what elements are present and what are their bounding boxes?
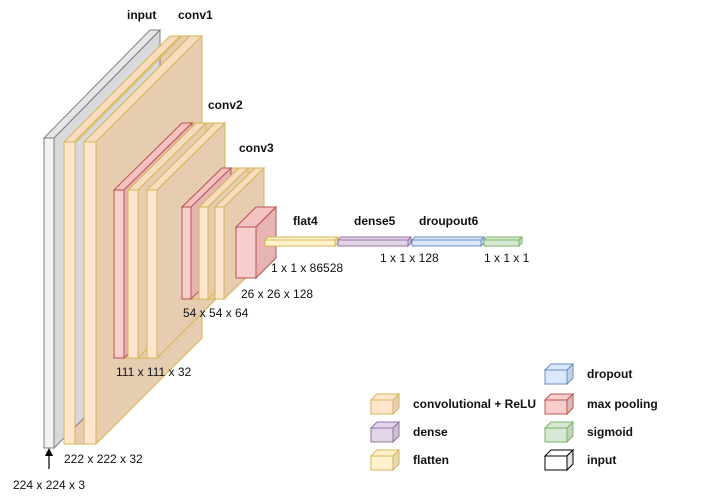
conv3-shape: 54 x 54 x 64 — [183, 306, 249, 320]
legend-item-legend-input: input — [543, 448, 616, 472]
legend-label: flatten — [413, 453, 449, 467]
dropout6-title: droupout6 — [419, 214, 479, 228]
legend-label: dense — [413, 425, 448, 439]
legend-label: max pooling — [587, 397, 658, 411]
dropout6-bar — [410, 235, 486, 248]
output-shape: 1 x 1 x 1 — [484, 251, 530, 265]
legend-swatch-front — [544, 399, 568, 415]
pool3-cube — [234, 205, 278, 280]
conv2-pool-front — [113, 189, 125, 359]
conv1-slab-a — [62, 35, 184, 445]
legend-swatch-front — [544, 455, 568, 471]
dense5-title: dense5 — [354, 214, 396, 228]
legend-swatch-front — [544, 427, 568, 443]
dense5-bar — [336, 235, 413, 248]
pool3-shape: 26 x 26 x 128 — [241, 287, 313, 301]
legend-item-pool: max pooling — [543, 392, 658, 416]
input-arrow — [45, 448, 53, 469]
flat4-title: flat4 — [293, 214, 318, 228]
input-shape: 224 x 224 x 3 — [13, 478, 85, 492]
output-bar — [482, 235, 524, 248]
flat4-bar — [263, 235, 340, 248]
legend: dropout convolutional + ReLU max pooling de… — [369, 362, 658, 472]
flat4-shape: 1 x 1 x 86528 — [271, 261, 343, 275]
legend-item-sigmoid: sigmoid — [543, 420, 633, 444]
conv1-title: conv1 — [178, 8, 213, 22]
legend-item-dense: dense — [369, 420, 448, 444]
conv3-title: conv3 — [239, 141, 274, 155]
conv2-title: conv2 — [208, 98, 243, 112]
legend-label: convolutional + ReLU — [413, 397, 536, 411]
input-title: input — [127, 8, 156, 22]
legend-label: dropout — [587, 367, 632, 381]
legend-swatch-front — [370, 455, 394, 471]
input-slab-front — [43, 137, 55, 449]
legend-item-flatten: flatten — [369, 448, 449, 472]
conv1-shape: 222 x 222 x 32 — [64, 452, 143, 466]
legend-label: input — [587, 453, 616, 467]
legend-item-conv: convolutional + ReLU — [369, 392, 536, 416]
conv2-shape: 111 x 111 x 32 — [116, 365, 191, 379]
legend-item-dropout: dropout — [543, 362, 632, 386]
legend-label: sigmoid — [587, 425, 633, 439]
legend-swatch-front — [370, 427, 394, 443]
legend-swatch-front — [370, 399, 394, 415]
dense5-shape: 1 x 1 x 128 — [380, 251, 439, 265]
legend-swatch-front — [544, 369, 568, 385]
